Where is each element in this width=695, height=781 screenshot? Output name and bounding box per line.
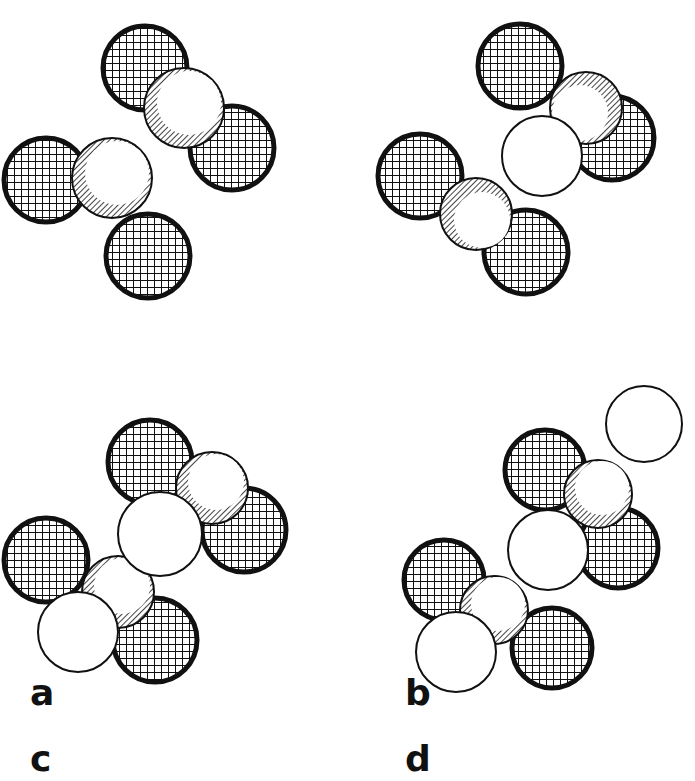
panel-b: [378, 24, 654, 294]
panel-letter: b: [405, 675, 431, 711]
panel-letter: c: [30, 741, 51, 777]
panel-c: [4, 420, 286, 682]
panel-a: [4, 26, 274, 298]
panel-d: [404, 386, 682, 692]
panel-letter: d: [405, 741, 431, 777]
panel-letter: a: [30, 675, 54, 711]
